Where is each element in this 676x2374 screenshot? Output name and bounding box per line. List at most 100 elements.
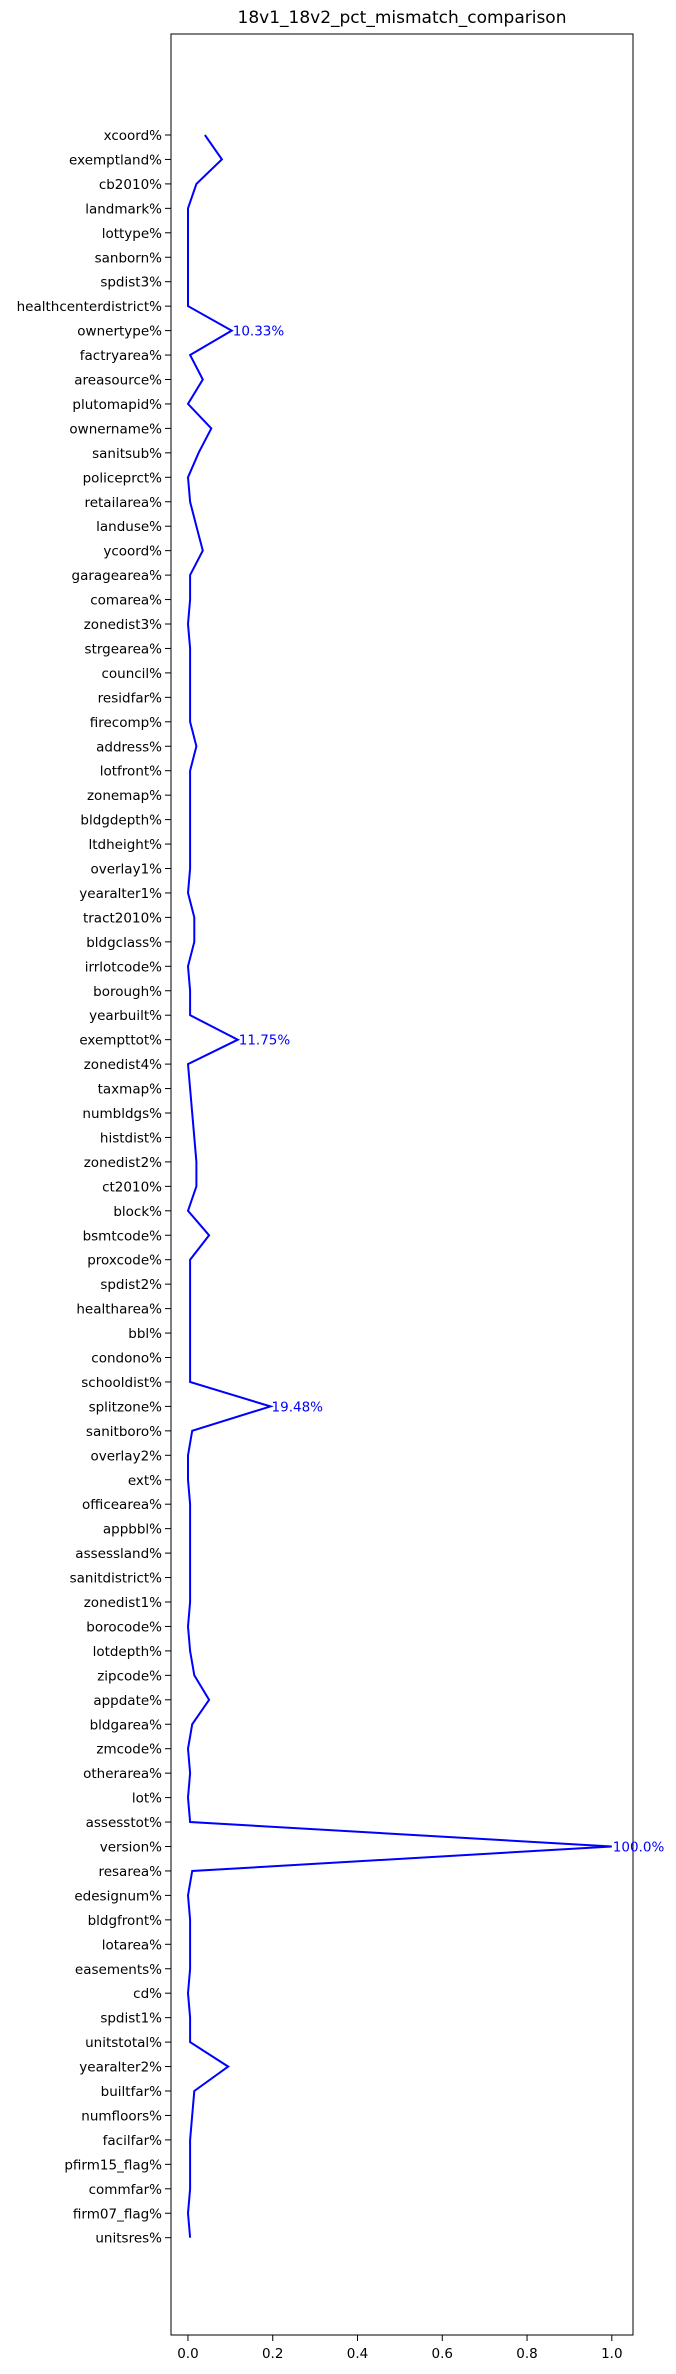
y-tick-label: areasource% [74,373,162,389]
y-tick-label: condono% [91,1351,162,1367]
y-tick-label: builtfar% [101,2084,162,2100]
x-tick-label: 0.4 [347,2346,368,2362]
y-tick-label: assessland% [75,1546,162,1562]
y-tick-label: ext% [128,1473,162,1489]
data-label: 100.0% [613,1840,665,1856]
y-tick-label: unitsres% [95,2231,162,2247]
y-tick-label: garagearea% [72,568,163,584]
y-tick-label: spdist3% [100,275,162,291]
y-tick-label: easements% [75,1962,162,1978]
y-tick-label: sanborn% [95,250,163,266]
y-tick-label: address% [96,739,162,755]
y-tick-label: commfar% [89,2182,163,2198]
y-tick-label: lotarea% [102,1937,162,1953]
y-tick-label: exemptland% [69,152,162,168]
y-tick-label: borocode% [86,1619,162,1635]
x-tick-label: 1.0 [601,2346,622,2362]
y-tick-label: otherarea% [83,1766,162,1782]
y-tick-label: exempttot% [79,1033,162,1049]
y-tick-label: overlay1% [90,862,162,878]
y-tick-label: ownername% [69,421,162,437]
y-tick-label: bsmtcode% [83,1228,163,1244]
y-tick-label: council% [101,666,162,682]
annotations: 10.33% 11.75% 19.48% 100.0% [233,324,665,1856]
y-tick-label: lotdepth% [93,1644,163,1660]
y-tick-label: comarea% [90,593,162,609]
y-tick-label: plutomapid% [72,397,162,413]
y-tick-label: borough% [93,984,162,1000]
y-tick-label: landuse% [96,519,162,535]
y-tick-label: firecomp% [90,715,162,731]
y-tick-label: zonedist1% [84,1595,162,1611]
y-tick-label: zonedist3% [84,617,162,633]
y-tick-label: bldgdepth% [80,813,162,829]
y-tick-label: resarea% [98,1864,162,1880]
y-tick-label: lottype% [102,226,162,242]
plot-area-frame [170,33,634,2336]
y-tick-label: numbldgs% [82,1106,162,1122]
y-tick-label: histdist% [100,1130,162,1146]
y-tick-label: bbl% [128,1326,162,1342]
y-tick-label: ltdheight% [89,837,163,853]
y-tick-label: taxmap% [98,1082,163,1098]
data-label: 10.33% [233,324,285,340]
data-label: 11.75% [239,1033,291,1049]
y-tick-label: appbbl% [103,1522,162,1538]
y-tick-label: facilfar% [103,2133,163,2149]
y-tick-label: spdist2% [100,1277,162,1293]
y-tick-label: appdate% [93,1693,162,1709]
y-tick-label: firm07_flag% [73,2206,162,2222]
y-tick-label: proxcode% [87,1253,162,1269]
y-tick-label: schooldist% [81,1375,162,1391]
x-tick-label: 0.2 [262,2346,283,2362]
y-tick-label: zipcode% [97,1668,162,1684]
y-tick-label: block% [113,1204,162,1220]
y-tick-label: numfloors% [81,2108,162,2124]
y-tick-label: spdist1% [100,2011,162,2027]
y-tick-label: assesstot% [86,1815,163,1831]
y-tick-label: edesignum% [74,1888,162,1904]
y-tick-label: bldgclass% [86,935,162,951]
y-tick-label: ycoord% [103,544,162,560]
y-axis: xcoord% exemptland% cb2010% landmark% lottyp… [17,128,171,2247]
y-tick-label: officearea% [82,1497,162,1513]
y-tick-label: landmark% [85,201,162,217]
y-tick-label: healtharea% [76,1302,162,1318]
y-tick-label: factryarea% [80,348,162,364]
y-tick-label: retailarea% [84,495,162,511]
y-tick-label: zonedist4% [84,1057,162,1073]
y-tick-label: yearalter2% [79,2060,162,2076]
y-tick-label: splitzone% [89,1399,163,1415]
y-tick-label: xcoord% [104,128,163,144]
y-tick-label: sanitdistrict% [70,1571,163,1587]
y-tick-label: zonedist2% [84,1155,162,1171]
y-tick-label: yearalter1% [79,886,162,902]
y-tick-label: lotfront% [100,764,162,780]
y-tick-label: unitstotal% [85,2035,162,2051]
y-tick-label: cd% [133,1986,162,2002]
y-tick-label: bldgfront% [88,1913,163,1929]
y-tick-label: ct2010% [102,1179,162,1195]
y-tick-label: zonemap% [87,788,162,804]
y-tick-label: healthcenterdistrict% [17,299,163,315]
y-tick-label: cb2010% [99,177,162,193]
series-line [186,134,612,2238]
x-axis: 0.0 0.2 0.4 0.6 0.8 1.0 [177,2335,623,2362]
y-tick-label: policeprct% [83,470,163,486]
y-tick-label: version% [100,1840,162,1856]
y-tick-label: sanitsub% [92,446,162,462]
y-tick-label: lot% [132,1791,162,1807]
x-tick-label: 0.8 [516,2346,537,2362]
x-tick-label: 0.0 [177,2346,198,2362]
y-tick-label: yearbuilt% [89,1008,162,1024]
y-tick-label: zmcode% [96,1742,162,1758]
y-tick-label: irrlotcode% [85,959,162,975]
y-tick-label: tract2010% [83,910,162,926]
y-tick-label: bldgarea% [90,1717,163,1733]
y-tick-label: ownertype% [77,324,162,340]
x-tick-label: 0.6 [432,2346,453,2362]
data-label: 19.48% [272,1399,324,1415]
y-tick-label: strgearea% [85,641,163,657]
chart-title: 18v1_18v2_pct_mismatch_comparison [238,8,567,28]
